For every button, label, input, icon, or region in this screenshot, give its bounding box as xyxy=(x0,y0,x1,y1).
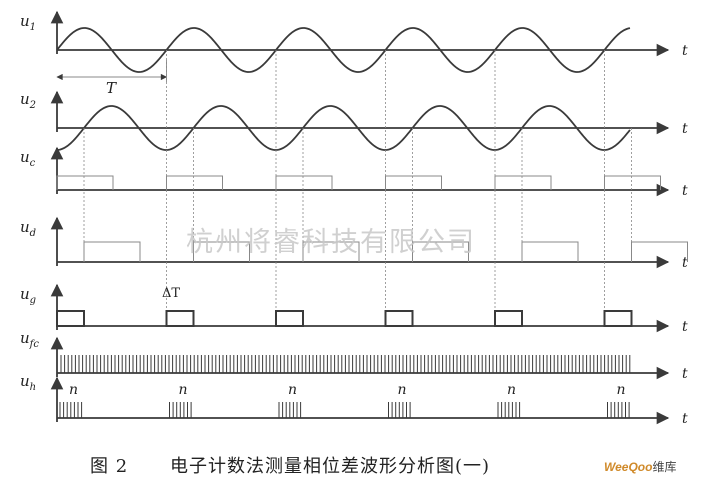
count-label-5: n xyxy=(617,382,626,398)
pulse-uc-3 xyxy=(385,175,442,190)
gate-pulse-5 xyxy=(603,310,633,327)
count-label-4: n xyxy=(507,382,516,398)
time-label-u2: t xyxy=(682,121,688,137)
caption-text: 电子计数法测量相位差波形分析图(一) xyxy=(170,456,491,477)
time-label-u1: t xyxy=(682,43,688,59)
count-label-0: n xyxy=(69,382,78,398)
signal-label-uc: uc xyxy=(20,148,36,169)
pulse-uc-1 xyxy=(166,175,223,190)
sine-wave-u1 xyxy=(56,27,631,73)
pulse-uc-2 xyxy=(275,175,333,190)
signal-label-ud: ud xyxy=(20,218,36,239)
brand-suffix: 维库 xyxy=(652,460,677,474)
time-label-ud: t xyxy=(682,255,688,271)
signal-label-u2: u2 xyxy=(20,90,36,111)
period-label: T xyxy=(106,79,117,97)
pulse-ud-4 xyxy=(521,241,579,262)
gate-pulse-3 xyxy=(384,310,414,327)
pulse-ud-1 xyxy=(193,241,250,262)
time-label-ufc: t xyxy=(682,366,688,382)
delta-t-label: ΔT xyxy=(162,286,180,301)
signal-label-ufc: ufc xyxy=(20,329,39,350)
brand-logo: WeeQoo维库 xyxy=(604,458,676,475)
gate-pulse-4 xyxy=(494,310,523,327)
time-label-uc: t xyxy=(682,183,688,199)
time-label-ug: t xyxy=(682,319,688,335)
pulse-ud-5 xyxy=(631,241,688,262)
gate-pulse-2 xyxy=(275,310,304,327)
figure-caption: 图 2 电子计数法测量相位差波形分析图(一) xyxy=(0,450,702,477)
pulse-uc-0 xyxy=(56,175,114,190)
count-label-2: n xyxy=(288,382,297,398)
pulse-ud-0 xyxy=(83,241,141,262)
signal-label-uh: uh xyxy=(20,372,36,393)
pulse-ud-3 xyxy=(412,241,469,262)
pulse-uc-5 xyxy=(604,175,661,190)
sine-wave-u2 xyxy=(56,105,631,151)
gate-pulse-1 xyxy=(165,310,195,327)
count-label-3: n xyxy=(398,382,407,398)
pulse-uc-4 xyxy=(494,175,552,190)
caption-label: 图 2 xyxy=(90,456,129,477)
brand-name: WeeQoo xyxy=(604,460,653,474)
pulse-ud-2 xyxy=(302,241,360,262)
time-label-uh: t xyxy=(682,411,688,427)
signal-label-u1: u1 xyxy=(20,12,36,33)
watermark-text: 杭州将睿科技有限公司 xyxy=(186,227,476,258)
signal-label-ug: ug xyxy=(20,285,36,306)
gate-pulse-0 xyxy=(56,310,85,327)
count-label-1: n xyxy=(179,382,188,398)
